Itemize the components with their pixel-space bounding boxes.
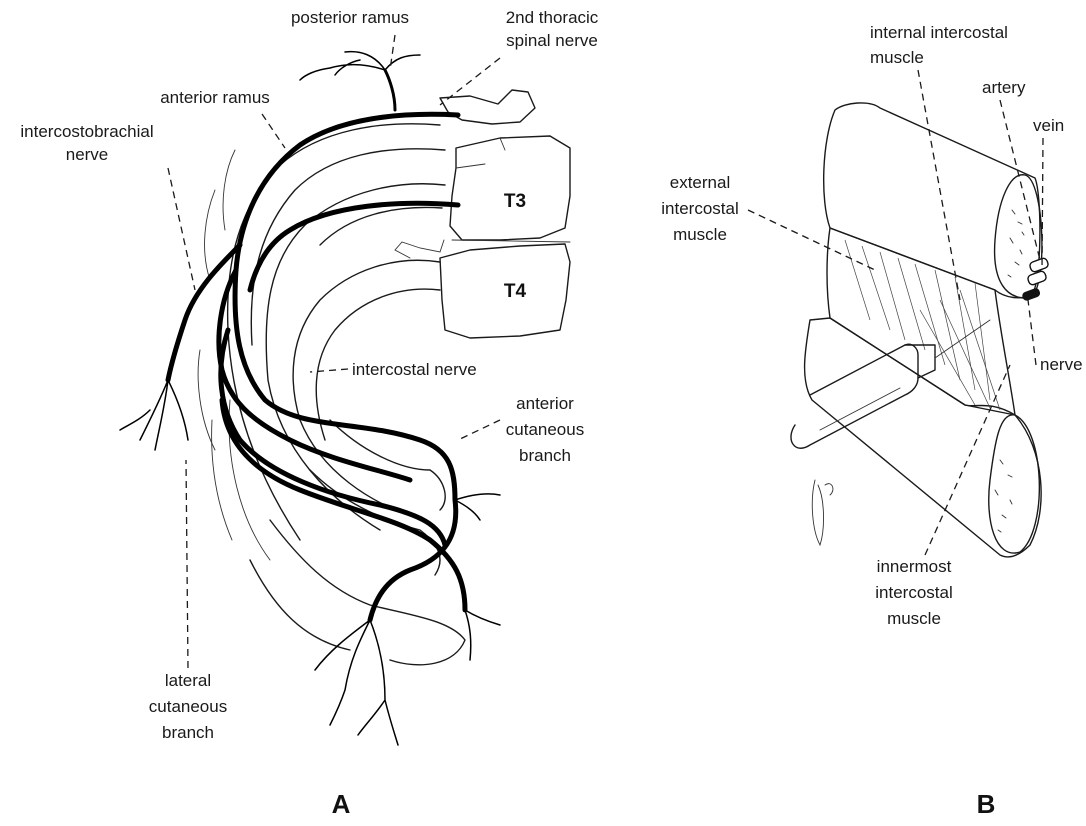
label-anterior-cutaneous-line1: anterior — [516, 394, 574, 413]
label-nerve: nerve — [1040, 355, 1083, 374]
intercostal-muscle-sheet — [827, 228, 1015, 415]
panel-a-labels: posterior ramus 2nd thoracic spinal nerv… — [20, 8, 598, 819]
label-2nd-thoracic-line1: 2nd thoracic — [506, 8, 599, 27]
label-anterior-cutaneous-line3: branch — [519, 446, 571, 465]
label-intercostobrachial-line2: nerve — [66, 145, 109, 164]
lower-rib-block — [805, 318, 1042, 557]
vein-stub — [1027, 270, 1047, 286]
vertebra-label-t3: T3 — [504, 191, 526, 212]
label-lateral-cutaneous-line3: branch — [162, 723, 214, 742]
label-anterior-ramus: anterior ramus — [160, 88, 270, 107]
label-external-intercostal-line2: intercostal — [661, 199, 738, 218]
intercostal-nerve-2 — [250, 203, 458, 290]
label-posterior-ramus: posterior ramus — [291, 8, 409, 27]
label-vein: vein — [1033, 116, 1064, 135]
panel-b-drawing — [791, 103, 1049, 557]
label-external-intercostal-line1: external — [670, 173, 730, 192]
lower-rib-end — [989, 415, 1040, 553]
label-innermost-intercostal-line2: intercostal — [875, 583, 952, 602]
posterior-ramus-nerve — [385, 70, 395, 110]
vertebra-label-t4: T4 — [504, 281, 527, 302]
rib-4 — [293, 260, 440, 520]
artery-stub — [1029, 257, 1049, 273]
label-internal-intercostal-line1: internal intercostal — [870, 23, 1008, 42]
panel-label-a: A — [332, 789, 351, 819]
panel-label-b: B — [977, 789, 996, 819]
label-anterior-cutaneous-line2: cutaneous — [506, 420, 584, 439]
label-lateral-cutaneous-line1: lateral — [165, 671, 211, 690]
vertebra-t3-body — [450, 136, 570, 240]
label-external-intercostal-line3: muscle — [673, 225, 727, 244]
label-innermost-intercostal-line1: innermost — [877, 557, 952, 576]
label-innermost-intercostal-line3: muscle — [887, 609, 941, 628]
label-2nd-thoracic-line2: spinal nerve — [506, 31, 598, 50]
upper-rib-block — [824, 103, 1040, 298]
label-lateral-cutaneous-line2: cutaneous — [149, 697, 227, 716]
intercostobrachial-nerve — [168, 245, 240, 380]
label-intercostal-nerve: intercostal nerve — [352, 360, 477, 379]
nerve-stub — [1021, 287, 1041, 302]
artist-signature — [812, 480, 833, 545]
label-artery: artery — [982, 78, 1026, 97]
label-intercostobrachial-line1: intercostobrachial — [20, 122, 153, 141]
label-internal-intercostal-line2: muscle — [870, 48, 924, 67]
vertebra-t2-outline — [440, 90, 535, 124]
